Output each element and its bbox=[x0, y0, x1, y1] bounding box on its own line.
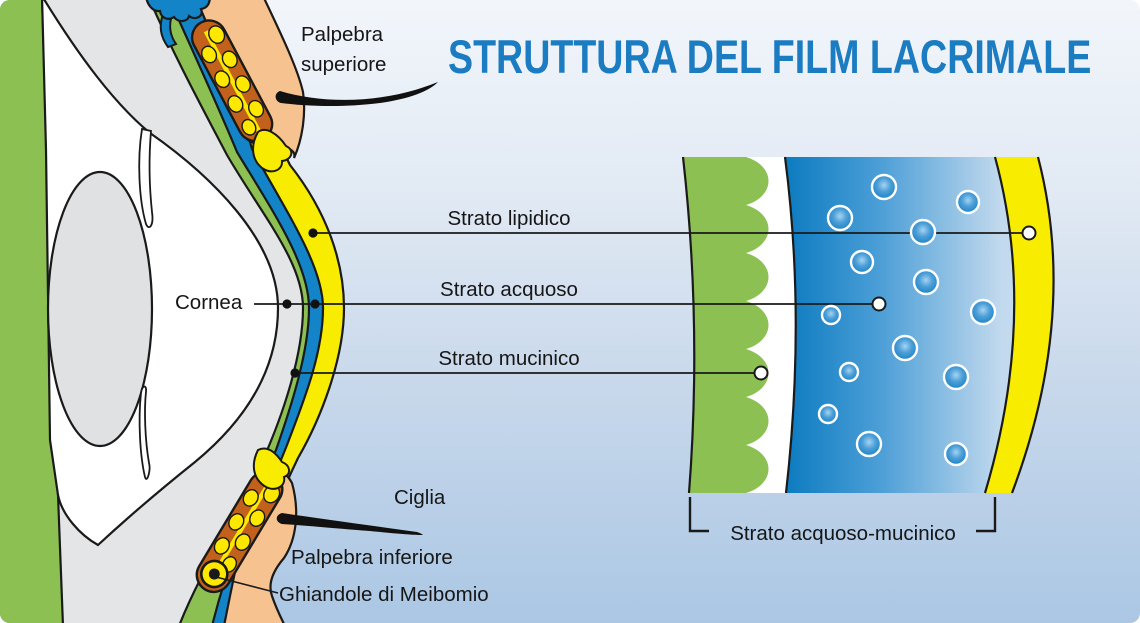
label-strato-lipidico: Strato lipidico bbox=[447, 207, 571, 230]
eye-cross-section bbox=[0, 0, 438, 623]
label-palpebra-superiore: Palpebra superiore bbox=[301, 23, 387, 77]
lacrimal-gland bbox=[145, 0, 211, 23]
label-ghiandole-di-meibomio: Ghiandole di Meibomio bbox=[279, 583, 489, 606]
iris-structure-lower bbox=[138, 385, 151, 480]
tear-film-magnified-panel bbox=[681, 156, 1055, 494]
meibomian-gland-upper bbox=[190, 19, 274, 143]
tear-meniscus-lower bbox=[252, 447, 290, 490]
iris-structure-upper bbox=[138, 127, 154, 228]
label-cornea: Cornea bbox=[175, 291, 243, 314]
lacrimal-gland-duct bbox=[159, 12, 178, 49]
acquoso-mucinico-bracket bbox=[688, 497, 997, 533]
panel-lipid-layer bbox=[985, 157, 1054, 493]
label-palpebra-inferiore: Palpebra inferiore bbox=[291, 546, 453, 569]
leader-dots-white bbox=[753, 225, 1037, 381]
lens bbox=[46, 170, 154, 448]
tear-meniscus-upper bbox=[252, 128, 293, 173]
upper-eyelash bbox=[275, 82, 438, 107]
leader-dots-black bbox=[282, 228, 320, 378]
label-ciglia: Ciglia bbox=[394, 486, 446, 509]
page-title: STRUTTURA DEL FILM LACRIMALE bbox=[448, 30, 1092, 83]
panel-mucin-layer bbox=[683, 157, 769, 493]
ghiandole-pointer-line bbox=[215, 576, 279, 594]
lower-eyelash bbox=[276, 513, 423, 535]
label-strato-acquoso-mucinico: Strato acquoso-mucinico bbox=[730, 522, 956, 545]
meibomian-gland-lower bbox=[195, 470, 284, 594]
leader-lines bbox=[254, 232, 1029, 374]
panel-aqueous-layer bbox=[785, 157, 1015, 493]
aqueous-bubbles bbox=[817, 173, 997, 467]
panel-outlines bbox=[681, 156, 1055, 494]
label-strato-mucinico: Strato mucinico bbox=[438, 347, 580, 370]
label-strato-acquoso: Strato acquoso bbox=[440, 278, 578, 301]
